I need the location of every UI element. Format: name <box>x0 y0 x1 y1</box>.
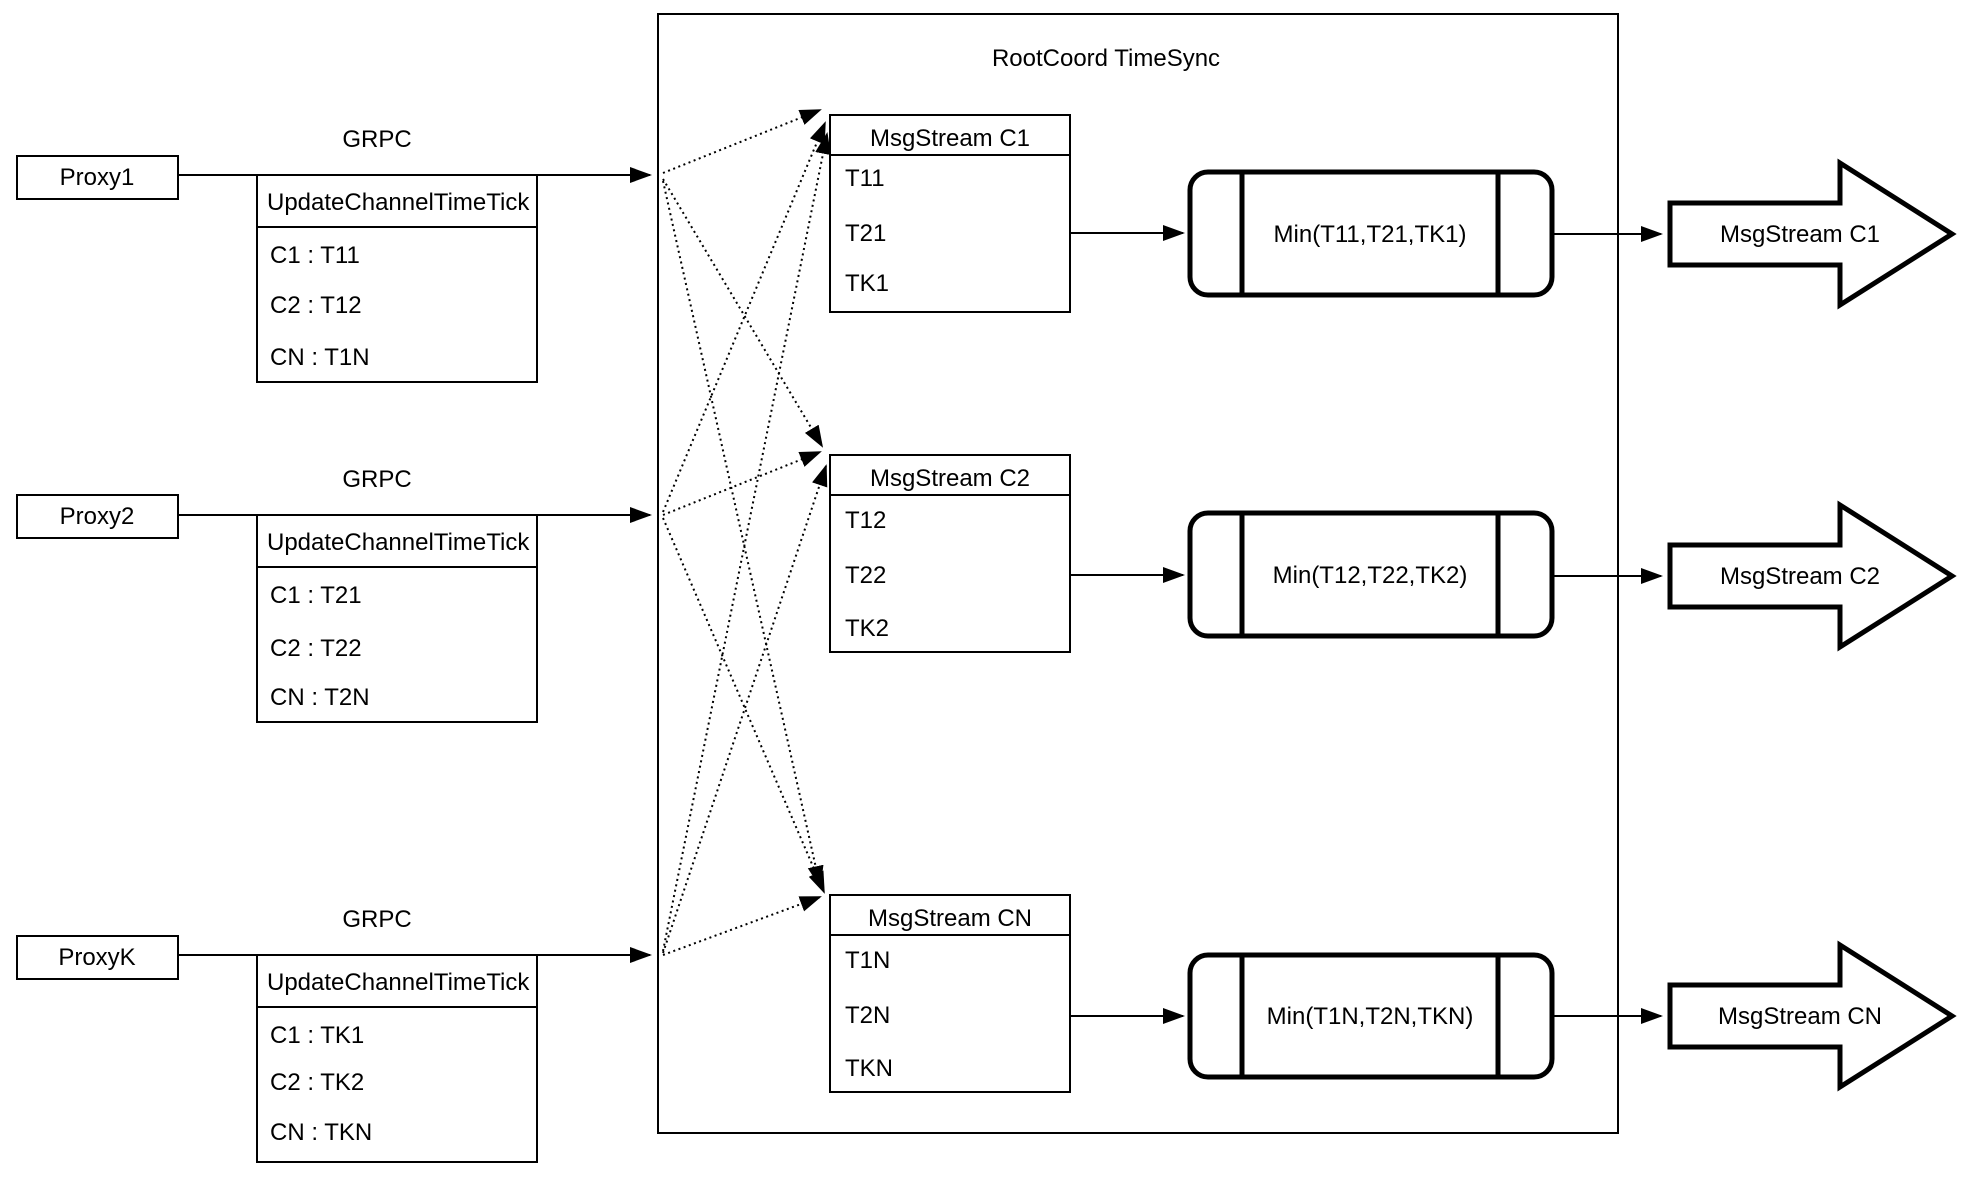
msgstream-cn-tick-1: T1N <box>845 947 890 974</box>
output-cn-label: MsgStream CN <box>1718 1003 1882 1030</box>
grpc-label-1: GRPC <box>342 126 411 153</box>
msgstream-c2-title: MsgStream C2 <box>870 465 1030 492</box>
rootcoord-title: RootCoord TimeSync <box>992 45 1220 72</box>
min-cn-label: Min(T1N,T2N,TKN) <box>1267 1003 1474 1030</box>
dotted-arrow-p1-c2 <box>662 178 824 448</box>
output-c1-arrow: MsgStream C1 <box>1667 158 1957 310</box>
stream-cn-group: MsgStream CN T1N T2N TKN Min(T1N,T2N,TKN… <box>829 894 1957 1093</box>
proxyk-row-cn: CN : TKN <box>270 1119 372 1146</box>
proxyk-group: ProxyK GRPC UpdateChannelTimeTick C1 : T… <box>16 906 652 1163</box>
msgstream-cn-tick-2: T2N <box>845 1002 890 1029</box>
proxy1-row-cn: CN : T1N <box>270 344 370 371</box>
proxy1-row-c2: C2 : T12 <box>270 292 362 319</box>
output-cn-shape <box>1667 940 1957 1092</box>
proxyk-timetick-table: UpdateChannelTimeTick C1 : TK1 C2 : TK2 … <box>256 954 538 1163</box>
msgstream-cn-box <box>829 894 1071 1093</box>
output-c2-shape <box>1667 500 1957 652</box>
output-c1-shape <box>1667 158 1957 310</box>
proxy2-timetick-table: UpdateChannelTimeTick C1 : T21 C2 : T22 … <box>256 514 538 723</box>
dotted-arrow-p2-cn <box>662 517 825 894</box>
proxy1-node <box>16 155 179 200</box>
grpc-label-2: GRPC <box>342 466 411 493</box>
min-c2-label: Min(T12,T22,TK2) <box>1273 562 1468 589</box>
proxy1-table-header: UpdateChannelTimeTick <box>267 189 530 216</box>
msgstream-c2-tick-3: TK2 <box>845 615 889 642</box>
min-c1-process: Min(T11,T21,TK1) <box>1187 169 1555 298</box>
dotted-arrow-pk-cn <box>662 896 822 956</box>
stream-c1-group: MsgStream C1 T11 T21 TK1 Min(T11,T21,TK1… <box>829 114 1957 313</box>
dotted-arrow-p1-c1 <box>662 109 822 174</box>
output-c2-arrow: MsgStream C2 <box>1667 500 1957 652</box>
proxy2-row-cn: CN : T2N <box>270 684 370 711</box>
proxyk-table-header: UpdateChannelTimeTick <box>267 969 530 996</box>
proxyk-table-border <box>256 954 538 1163</box>
proxyk-label: ProxyK <box>58 944 135 971</box>
dotted-arrow-p2-c2 <box>662 451 822 516</box>
proxyk-row-c1: C1 : TK1 <box>270 1022 364 1049</box>
proxy1-table-border <box>256 174 538 383</box>
proxy2-table-header: UpdateChannelTimeTick <box>267 529 530 556</box>
msgstream-c2-tick-1: T12 <box>845 507 886 534</box>
min-c2-process: Min(T12,T22,TK2) <box>1187 510 1555 639</box>
min-cn-process: Min(T1N,T2N,TKN) <box>1187 952 1555 1080</box>
msgstream-c1-title: MsgStream C1 <box>870 125 1030 152</box>
output-c2-label: MsgStream C2 <box>1720 563 1880 590</box>
proxy1-timetick-table: UpdateChannelTimeTick C1 : T11 C2 : T12 … <box>256 174 538 383</box>
min-c1-label: Min(T11,T21,TK1) <box>1274 221 1467 248</box>
proxy2-node <box>16 494 179 539</box>
output-c1-label: MsgStream C1 <box>1720 221 1880 248</box>
proxyk-row-c2: C2 : TK2 <box>270 1069 364 1096</box>
grpc-label-k: GRPC <box>342 906 411 933</box>
msgstream-c1-tick-1: T11 <box>845 165 885 192</box>
msgstream-c2-box <box>829 454 1071 653</box>
min-c2-border <box>1187 510 1555 639</box>
proxy2-table-border <box>256 514 538 723</box>
timetick-fanout-arrows <box>662 109 831 956</box>
proxy2-row-c1: C1 : T21 <box>270 582 362 609</box>
stream-c2-group: MsgStream C2 T12 T22 TK2 Min(T12,T22,TK2… <box>829 454 1957 653</box>
msgstream-c1-tick-2: T21 <box>845 220 886 247</box>
dotted-arrow-p2-c1 <box>662 121 826 513</box>
msgstream-c1-tick-3: TK1 <box>845 270 889 297</box>
msgstream-cn-title: MsgStream CN <box>868 905 1032 932</box>
msgstream-cn-tick-3: TKN <box>845 1055 893 1082</box>
output-cn-arrow: MsgStream CN <box>1667 940 1957 1092</box>
proxy1-label: Proxy1 <box>60 164 135 191</box>
proxy2-row-c2: C2 : T22 <box>270 635 362 662</box>
msgstream-c2-tick-2: T22 <box>845 562 886 589</box>
msgstream-c1-box <box>829 114 1071 313</box>
dotted-arrow-pk-c1 <box>662 132 831 952</box>
proxy1-group: Proxy1 GRPC UpdateChannelTimeTick C1 : T… <box>16 126 652 383</box>
proxyk-node <box>16 935 179 980</box>
proxy1-row-c1: C1 : T11 <box>270 242 360 269</box>
proxy2-group: Proxy2 GRPC UpdateChannelTimeTick C1 : T… <box>16 466 652 723</box>
proxy2-label: Proxy2 <box>60 503 135 530</box>
